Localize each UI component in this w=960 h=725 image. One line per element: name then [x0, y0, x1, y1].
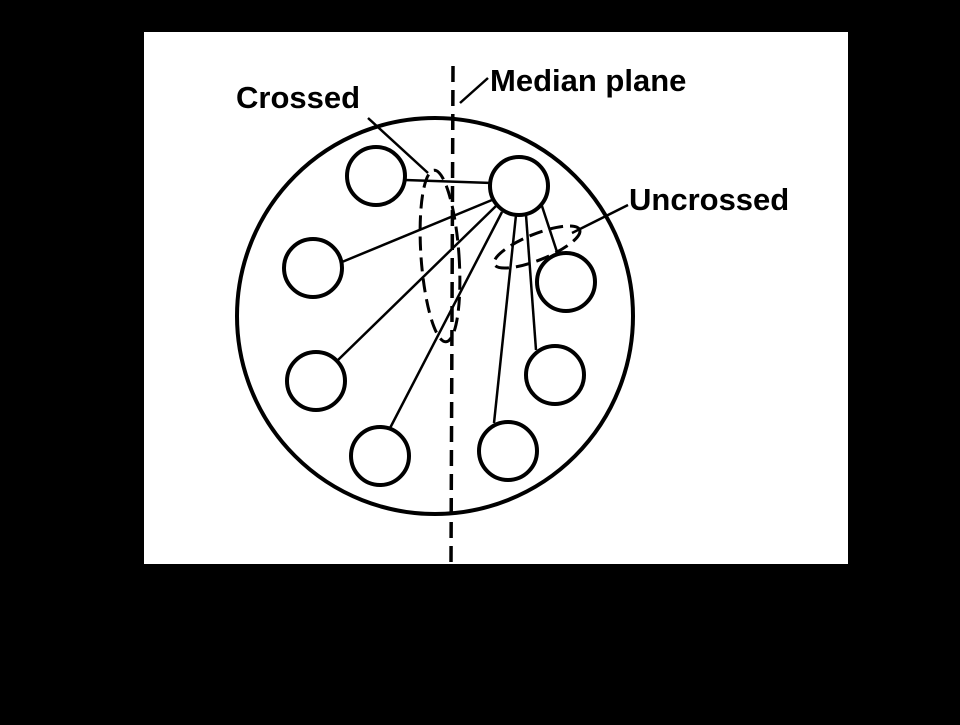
- line-to-mid-right: [524, 214, 538, 351]
- circle-bottom-right: [477, 420, 539, 482]
- source-circle: [488, 155, 550, 217]
- line-to-mid-left: [341, 198, 493, 264]
- crossed-ellipse: [418, 168, 462, 344]
- crossed-leader: [367, 117, 429, 174]
- leader-lines: [367, 77, 629, 235]
- circle-top-left: [345, 145, 407, 207]
- uncrossed-label: Uncrossed: [629, 182, 789, 217]
- line-to-top-left: [404, 178, 493, 185]
- line-to-bottom-right: [492, 214, 518, 424]
- line-to-lower-left: [337, 205, 497, 361]
- crossed-label: Crossed: [236, 80, 360, 115]
- circle-bottom-left: [349, 425, 411, 487]
- connection-lines: [337, 178, 560, 433]
- circle-mid-right: [524, 344, 586, 406]
- circle-upper-right: [535, 251, 597, 313]
- uncrossed-leader: [571, 203, 629, 235]
- line-to-upper-right: [538, 199, 560, 256]
- median-plane-line: [449, 65, 455, 565]
- median-plane-label: Median plane: [490, 63, 686, 98]
- circle-lower-left: [285, 350, 347, 412]
- median-plane-leader: [459, 77, 489, 104]
- nuclei: [282, 145, 597, 487]
- line-to-bottom-left: [386, 211, 504, 433]
- outer-circle: [235, 116, 635, 516]
- circle-mid-left: [282, 237, 344, 299]
